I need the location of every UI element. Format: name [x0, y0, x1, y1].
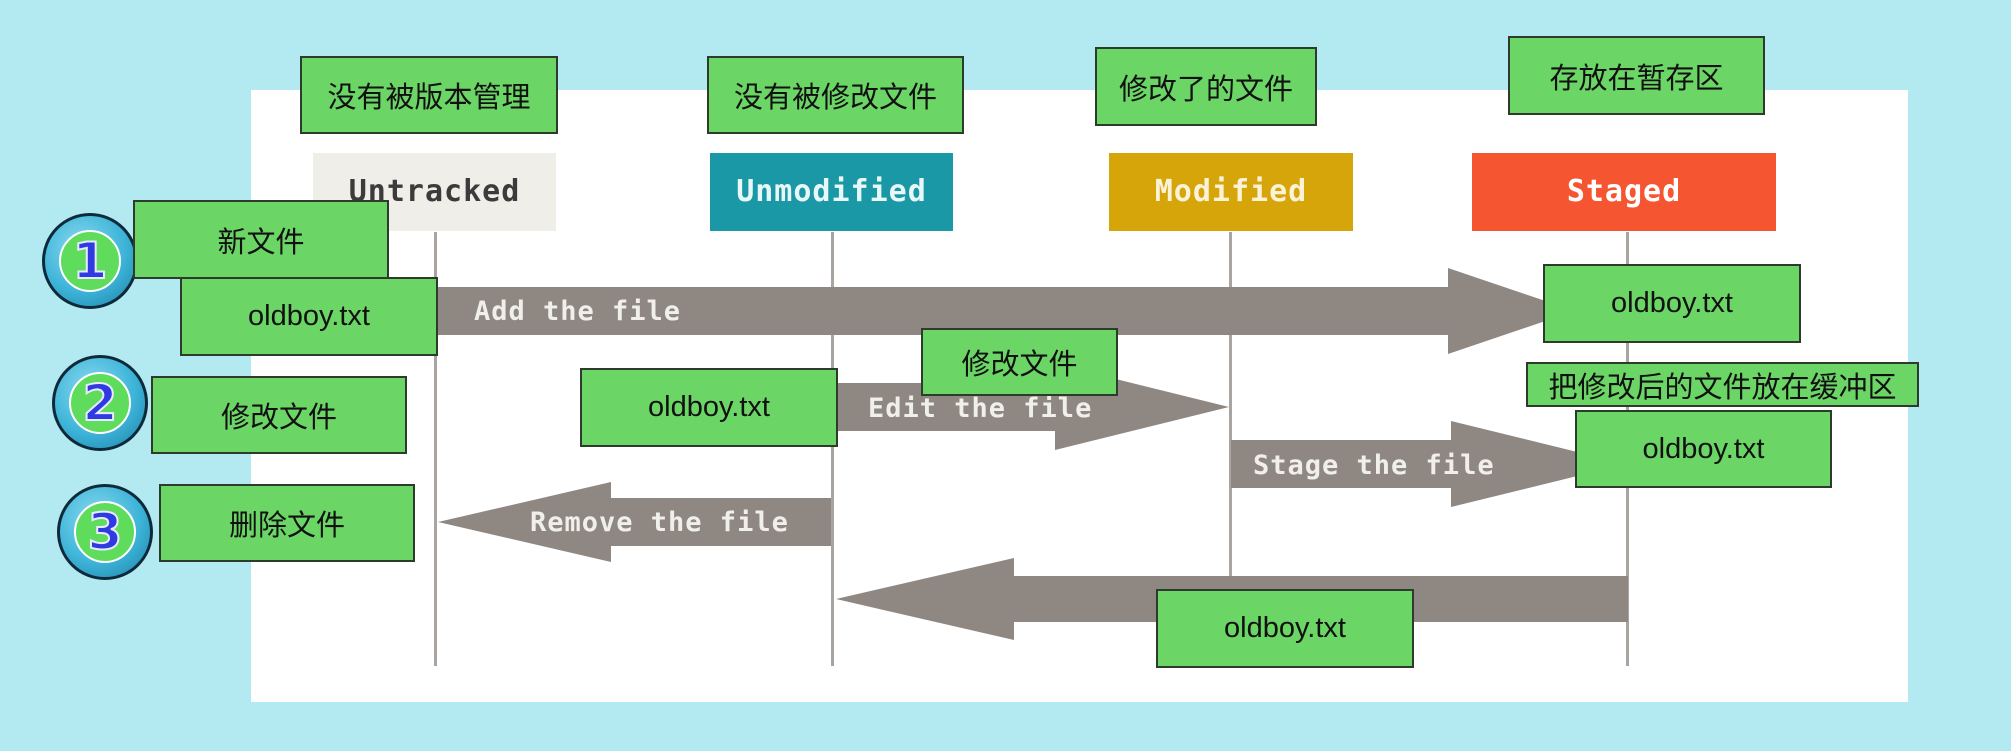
add-target-file: oldboy.txt — [1543, 264, 1801, 343]
stage-target-file: oldboy.txt — [1575, 410, 1832, 488]
step-1-number: 1 — [72, 232, 109, 290]
step-2-badge: 2 — [52, 355, 148, 451]
remove-file-arrow — [438, 482, 831, 562]
step-3-number: 3 — [87, 503, 124, 561]
untracked-lifeline — [434, 232, 437, 666]
stage-file-arrow — [1231, 421, 1626, 507]
edit-source-file: oldboy.txt — [580, 368, 838, 447]
unmodified-lifeline — [831, 232, 834, 666]
remove-file-label: Remove the file — [530, 507, 789, 538]
stage-note: 把修改后的文件放在缓冲区 — [1526, 362, 1919, 407]
caption-modified: 修改了的文件 — [1095, 47, 1317, 126]
commit-return-file: oldboy.txt — [1156, 589, 1414, 668]
caption-unmodified: 没有被修改文件 — [707, 56, 964, 134]
step-3-badge: 3 — [57, 484, 153, 580]
state-unmodified: Unmodified — [710, 153, 953, 231]
stage-file-label: Stage the file — [1253, 450, 1495, 481]
step-2-badge-center: 2 — [69, 372, 131, 434]
add-source-file: oldboy.txt — [180, 277, 438, 356]
step-3-badge-center: 3 — [74, 501, 136, 563]
state-modified: Modified — [1109, 153, 1353, 231]
edit-note: 修改文件 — [921, 328, 1118, 396]
edit-file-label: Edit the file — [868, 393, 1093, 424]
modified-lifeline — [1229, 232, 1232, 666]
add-file-label: Add the file — [474, 296, 682, 327]
state-staged: Staged — [1472, 153, 1776, 231]
step-2-number: 2 — [82, 374, 119, 432]
step-1-label: 新文件 — [133, 200, 389, 279]
caption-staged: 存放在暂存区 — [1508, 36, 1765, 115]
step-2-label: 修改文件 — [151, 376, 407, 454]
step-1-badge: 1 — [42, 213, 138, 309]
step-1-badge-center: 1 — [59, 230, 121, 292]
caption-untracked: 没有被版本管理 — [300, 56, 558, 134]
add-file-arrow — [436, 268, 1575, 354]
step-3-label: 删除文件 — [159, 484, 415, 562]
